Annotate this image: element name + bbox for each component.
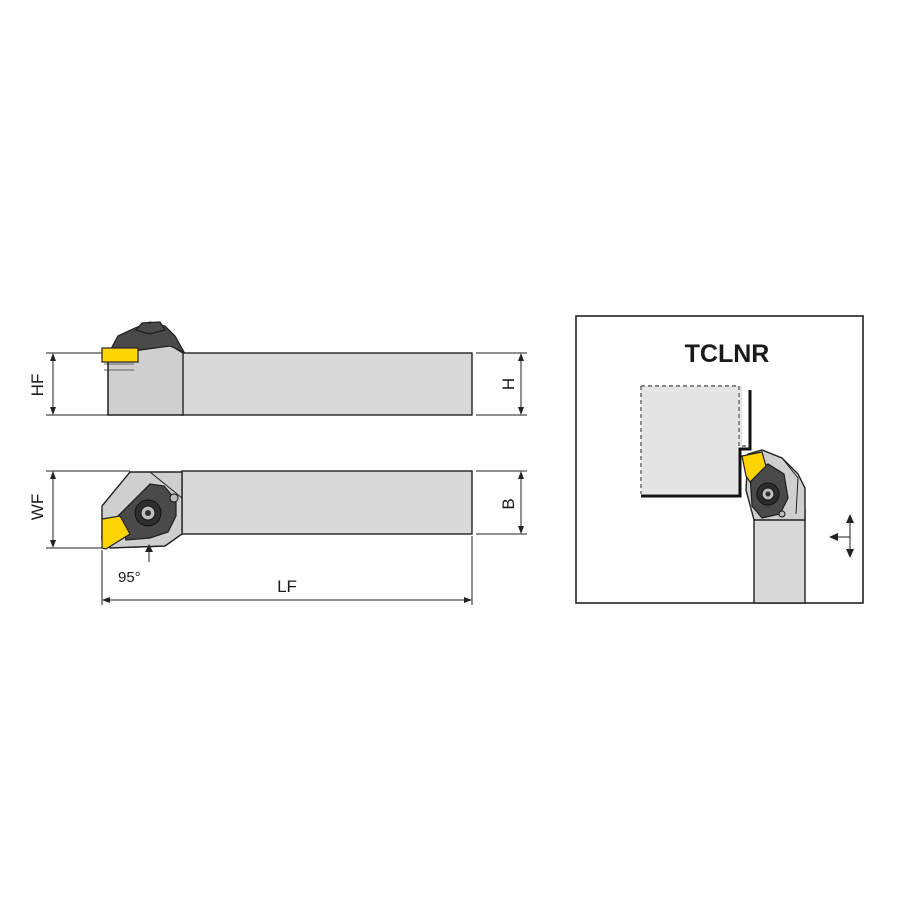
inset-insert — [741, 451, 767, 483]
machined-contour — [641, 390, 752, 498]
top-shank — [181, 470, 473, 535]
lf-label: LF — [277, 577, 297, 596]
b-dimension: B — [476, 470, 527, 535]
angle-label: 95° — [118, 569, 141, 586]
hf-label: HF — [28, 374, 47, 397]
clamp-screw-center — [145, 510, 151, 516]
side-view — [101, 321, 473, 416]
wf-dimension: WF — [28, 470, 130, 549]
hf-dimension: HF — [28, 352, 108, 416]
inset-panel: TCLNR — [575, 315, 864, 604]
wf-label: WF — [28, 494, 47, 520]
b-label: B — [499, 498, 518, 509]
feed-direction-arrows — [829, 514, 854, 558]
angle-indicator: 95° — [118, 544, 153, 586]
inset-shank — [753, 509, 806, 604]
top-insert — [101, 515, 131, 550]
lf-dimension: LF — [101, 536, 473, 605]
side-insert — [101, 347, 139, 363]
h-label: H — [499, 378, 518, 390]
workpiece — [641, 386, 739, 494]
side-clamp-screw — [134, 321, 166, 335]
inset-title: TCLNR — [685, 340, 770, 368]
top-view — [101, 470, 473, 550]
h-dimension: H — [476, 352, 527, 416]
side-shank — [181, 352, 473, 416]
